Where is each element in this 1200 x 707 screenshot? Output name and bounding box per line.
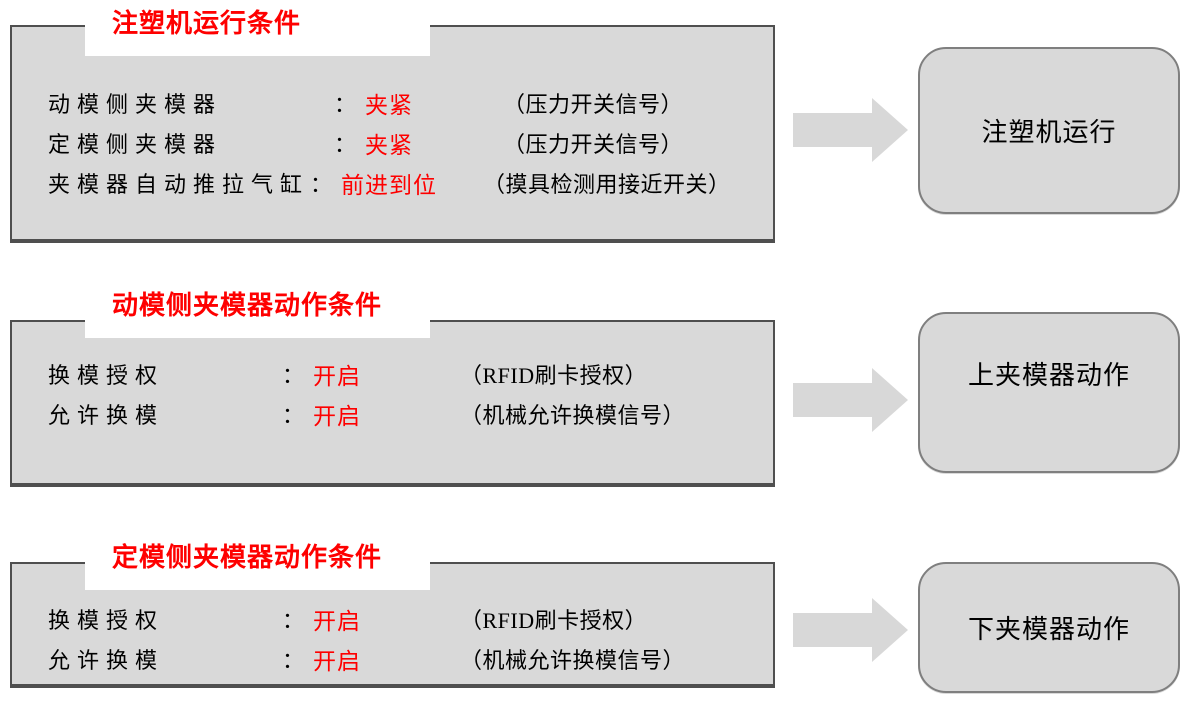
condition-value: ： 夹紧 — [334, 126, 503, 160]
colon-separator: ： — [334, 92, 357, 117]
condition-value-text: 开启 — [313, 404, 362, 429]
condition-value: ： 开启 — [282, 602, 460, 636]
right-block-arrow-icon — [793, 368, 908, 432]
condition-label: 换模授权 — [48, 608, 165, 633]
right-block-arrow-icon — [793, 598, 908, 662]
section-title: 动模侧夹模器动作条件 — [85, 288, 430, 338]
colon-separator: ： — [310, 172, 333, 197]
condition-value: ： 夹紧 — [334, 86, 503, 120]
condition-rows: 换模授权 ： 开启 （RFID刷卡授权） 允许换模 ： 开启 （机械允许换模信号） — [12, 354, 773, 434]
condition-note: （压力开关信号） — [503, 132, 684, 157]
condition-value-text: 开启 — [313, 649, 362, 674]
condition-value-text: 夹紧 — [365, 93, 414, 118]
condition-note: （机械允许换模信号） — [460, 648, 686, 673]
condition-value-text: 前进到位 — [341, 173, 438, 198]
condition-label: 允许换模 — [48, 648, 165, 673]
colon-separator: ： — [282, 403, 305, 428]
condition-label: 换模授权 — [48, 363, 165, 388]
condition-note: （RFID刷卡授权） — [460, 363, 648, 388]
section-title: 定模侧夹模器动作条件 — [85, 540, 430, 590]
condition-value: ： 前进到位 — [310, 166, 483, 200]
condition-rows: 换模授权 ： 开启 （RFID刷卡授权） 允许换模 ： 开启 （机械允许换模信号） — [12, 599, 773, 679]
condition-value: ： 开启 — [282, 357, 460, 391]
colon-separator: ： — [334, 132, 357, 157]
colon-separator: ： — [282, 363, 305, 388]
condition-row: 换模授权 ： 开启 （RFID刷卡授权） — [12, 599, 773, 639]
colon-separator: ： — [282, 648, 305, 673]
right-block-arrow-icon — [793, 98, 908, 162]
condition-row: 定模侧夹模器 ： 夹紧 （压力开关信号） — [12, 123, 773, 163]
condition-label: 定模侧夹模器 — [48, 132, 223, 157]
condition-label: 夹模器自动推拉气缸 — [48, 172, 310, 197]
condition-box-movable-side: 换模授权 ： 开启 （RFID刷卡授权） 允许换模 ： 开启 （机械允许换模信号） — [10, 320, 775, 487]
colon-separator: ： — [282, 608, 305, 633]
result-box: 注塑机运行 — [918, 47, 1180, 214]
condition-note: （机械允许换模信号） — [460, 403, 686, 428]
condition-box-injection-run: 动模侧夹模器 ：夹紧 （压力开关信号） 定模侧夹模器 ：夹紧 （压力开关信号） … — [10, 25, 775, 243]
condition-row: 允许换模 ： 开启 （机械允许换模信号） — [12, 639, 773, 679]
condition-note: （RFID刷卡授权） — [460, 608, 648, 633]
result-label: 注塑机运行 — [981, 118, 1117, 147]
condition-value-text: 开启 — [313, 609, 362, 634]
condition-value-text: 开启 — [313, 364, 362, 389]
condition-note: （压力开关信号） — [503, 92, 684, 117]
condition-row: 换模授权 ： 开启 （RFID刷卡授权） — [12, 354, 773, 394]
condition-label: 允许换模 — [48, 403, 165, 428]
section-title: 注塑机运行条件 — [85, 6, 430, 56]
condition-row: 夹模器自动推拉气缸 ： 前进到位 （摸具检测用接近开关） — [12, 163, 773, 203]
condition-row: 允许换模 ： 开启 （机械允许换模信号） — [12, 394, 773, 434]
condition-row: 动模侧夹模器 ： 夹紧 （压力开关信号） — [12, 83, 773, 123]
result-box: 上夹模器动作 — [918, 312, 1180, 473]
condition-value: ： 开启 — [282, 642, 460, 676]
condition-note: （摸具检测用接近开关） — [483, 172, 731, 197]
result-box: 下夹模器动作 — [918, 562, 1180, 693]
condition-value-text: 夹紧 — [365, 133, 414, 158]
result-label: 下夹模器动作 — [967, 615, 1130, 644]
result-label: 上夹模器动作 — [967, 361, 1130, 390]
condition-label: 动模侧夹模器 — [48, 92, 223, 117]
condition-rows: 动模侧夹模器 ：夹紧 （压力开关信号） 定模侧夹模器 ：夹紧 （压力开关信号） … — [12, 83, 773, 203]
condition-value: ： 开启 — [282, 397, 460, 431]
